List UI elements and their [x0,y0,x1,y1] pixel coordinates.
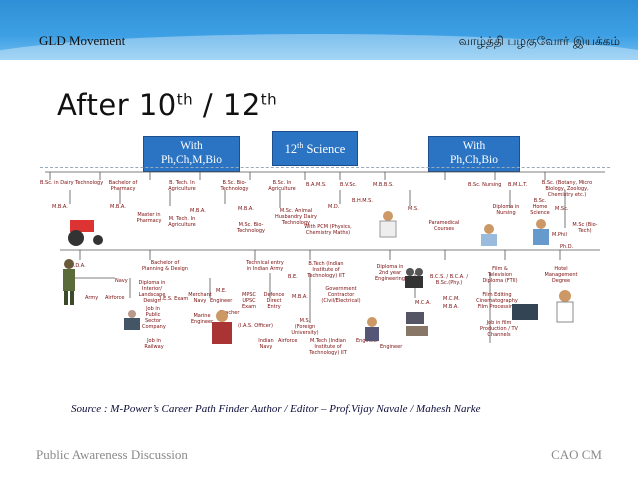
node-engineer-1: Engineer [210,298,233,304]
stream-box-pcb-line1: With [462,140,486,152]
node-mtech-iit: M.Tech (Indian Institute of Technology) … [309,338,347,356]
node-bsc-dairy-tech: B.Sc. in Dairy Technology [40,180,104,186]
node-interior-design: Diploma in Interior/ Landscape Design [138,280,166,304]
node-airforce-2: Airforce [278,338,298,344]
stream-box-pcmb-line2: Ph,Ch,M,Bio [160,154,223,166]
worker-icon [365,317,379,341]
cinema-icon [512,304,538,320]
node-msc-biotech-2: M.Sc (Bio-Tech) [572,222,598,234]
header-bar [0,0,638,60]
node-ies-exam: I.E.S. Exam [160,296,189,302]
node-mba-1: M.B.A. [52,204,68,210]
node-tech-entry-army: Technical entry in Indian Army [246,260,284,272]
node-paramedical: Paramedical Courses [428,220,460,232]
node-govt-contractor: Government Contractor (Civil/Electrical) [321,286,361,304]
node-bcs-bca: B.C.S. / B.C.A. / B.Sc.(Phy.) [429,274,469,286]
node-merchant-navy: Merchant Navy [188,292,212,304]
node-bvsc: B.V.Sc. [340,182,357,188]
node-diploma-engg: Diploma in 2nd year Engineering [375,264,405,282]
node-hotel-management: Hotel Management Degree [544,266,578,284]
node-mba-5: M.B.A. [292,294,308,300]
node-phd: Ph.D. [560,244,574,250]
node-bhms: B.H.M.S. [352,198,373,204]
node-msc: M.Sc. [555,206,569,212]
node-navy: Navy [115,278,128,284]
node-be: B.E. [288,274,298,280]
node-mpsc-upsc: MPSC UPSC Exam [241,292,257,310]
node-btech-agri: B. Tech. In Agriculture [168,180,196,192]
node-airforce: Airforce [105,295,125,301]
node-m-pharmacy: Master in Pharmacy [136,212,162,224]
node-bmlt: B.M.L.T. [508,182,528,188]
node-mtech-agri: M. Tech. In Agriculture [168,216,196,228]
node-bsc-sciences: B.Sc. (Botany, Micro Biology, Zoology, C… [541,180,593,198]
node-ias-officer: (I.A.S. Officer) [238,323,273,329]
engineer-figure-icon [212,310,232,344]
desk-worker-icon [124,310,140,330]
node-film-editing: Film Editing Cinematography Film Process… [476,292,518,310]
doctor-icon [379,211,397,238]
soldier-icon [63,259,75,305]
node-public-sector: Job in Public Sector Company [142,306,166,330]
node-mbbs: M.B.B.S. [373,182,394,188]
node-marine-engineer: Marine Engineer [190,313,214,325]
node-film-production: Job in film Production / TV Channels [480,320,518,338]
scientist-icon [533,219,549,245]
node-planning-design: Bachelor of Planning & Design [142,260,188,272]
node-indian-navy: Indian Navy [258,338,274,350]
node-mba-3: M.B.A. [190,208,206,214]
node-bams: B.A.M.S. [306,182,327,188]
film-camera-icon [405,268,423,288]
source-citation: Source : M-Power’s Career Path Finder Au… [71,403,481,415]
node-ms-foreign: M.S. (Foreign University) [291,318,319,336]
chef-icon [556,290,574,323]
node-b-pharmacy: Bachelor of Pharmacy [108,180,138,192]
node-msc-biotech: M.Sc. Bio-Technology [236,222,265,234]
computer-user-icon [406,312,428,336]
footer-right-label: CAO CM [551,447,602,462]
slide-title: After 10th / 12th [57,88,278,122]
node-mcm: M.C.M. [443,296,460,302]
nurse-icon [481,224,497,246]
node-railway: Job in Railway [144,338,164,350]
node-mba-2: M.B.A. [110,204,126,210]
stream-box-pcb-line2: Ph,Ch,Bio [450,154,498,166]
node-nda: N.D.A. [70,263,86,269]
stream-box-12th-science: 12th Science [272,131,358,166]
stream-box-pcb: With Ph,Ch,Bio [428,136,520,172]
header-right-label: வாழ்த்தி பழகுவோர் இயக்கம் [458,34,620,48]
node-mca: M.C.A. [415,300,431,306]
node-ms: M.S. [408,206,419,212]
node-army: Army [85,295,99,301]
node-md: M.D. [328,204,340,210]
node-diploma-nursing: Diploma in Nursing [492,204,520,216]
node-mphil: M.Phil [552,232,567,238]
node-engineer-3: Engineer [380,344,403,350]
tractor-icon [68,220,103,246]
stream-box-pcmb-line1: With [180,140,203,152]
node-mba-6: M.B.A. [443,304,459,310]
node-ftii: Film & Television Diploma (FTII) [482,266,518,284]
node-bsc-nursing: B.Sc. Nursing [468,182,502,188]
header-left-label: GLD Movement [39,33,126,48]
node-bsc-biotech: B.Sc. Bio-Technology [220,180,249,192]
node-bsc-home-science: B.Sc. Home Science [530,198,550,216]
node-mba-4: M.B.A. [238,206,254,212]
footer-left-label: Public Awareness Discussion [36,447,188,462]
node-teacher: Teacher [220,310,240,316]
node-bsc-agri: B.Sc. In Agriculture [268,180,296,192]
node-me: M.E. [216,288,227,294]
node-btech-iit: B.Tech (Indian Institute of Technology) … [307,261,345,279]
node-defence-direct: Defence Direct Entry [263,292,285,310]
node-with-pcm: With PCM (Physics, Chemistry Maths) [304,224,352,236]
node-msc-dairy: M.Sc. Animal Husbandry Dairy Technology [274,208,318,226]
career-flowchart: B.Sc. in Dairy Technology Bachelor of Ph… [40,167,610,368]
stream-box-pcmb: With Ph,Ch,M,Bio [143,136,240,172]
